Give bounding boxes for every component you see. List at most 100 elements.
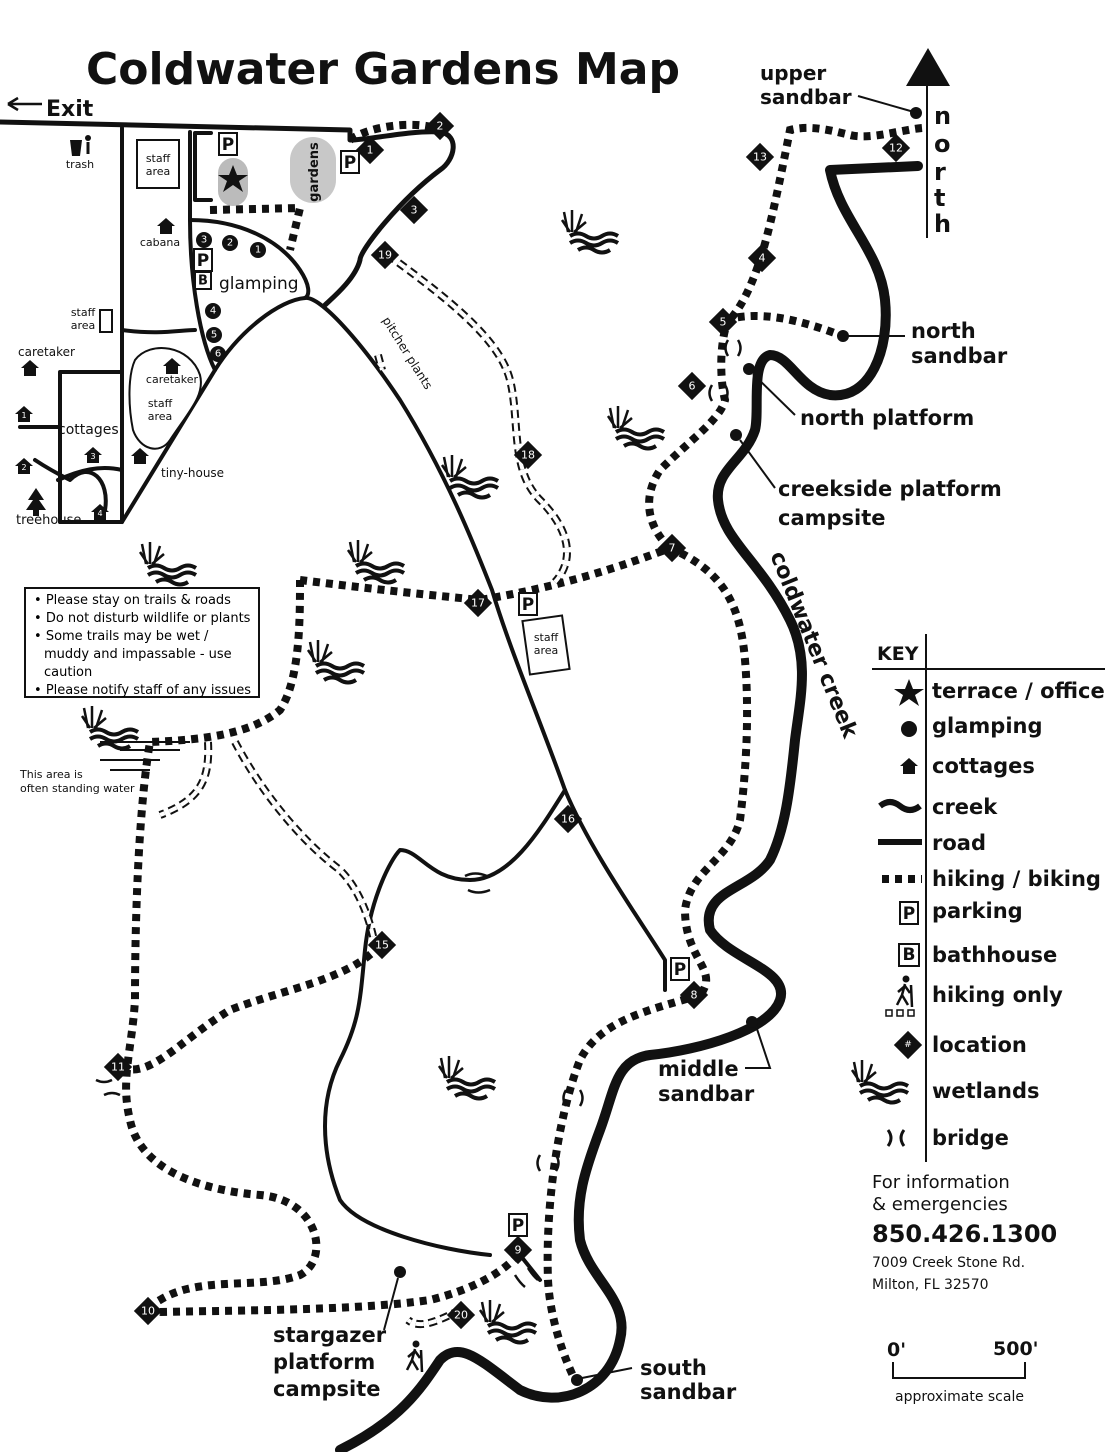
gardens-label: gardens [307,142,322,202]
key-location: location [932,1033,1027,1057]
phone-number[interactable]: 850.426.1300 [872,1220,1058,1248]
north-platform-label: north platform [800,406,974,430]
svg-text:4: 4 [759,252,766,265]
north-letter-t: t [934,184,945,212]
glamping-site-1: 1 [255,245,261,256]
parking-icon [193,248,213,272]
key-parking-icon [899,901,919,925]
terrace-office-star-icon [218,165,248,192]
key-cottage-icon [900,758,918,774]
hiking-only-trails [158,251,571,1329]
cabana-house-icon [157,218,175,234]
key-terrace-office: terrace / office [932,679,1105,703]
contact-line-1: For information [872,1172,1010,1193]
location-17: 17 [463,588,493,618]
staff-area-box-4 [521,614,571,676]
rule-item: • Please notify staff of any issues [34,683,251,698]
svg-text:11: 11 [111,1061,125,1074]
location-6: 6 [677,371,707,401]
map-title: Coldwater Gardens Map [86,44,680,95]
key-creek: creek [932,795,998,819]
park-rules-box: • Please stay on trails & roads • Do not… [24,587,260,698]
svg-text:12: 12 [889,142,903,155]
location-8: 8 [679,980,709,1010]
location-7: 7 [657,533,687,563]
location-markers: 1 2 3 4 5 6 7 8 9 10 11 12 13 15 16 17 1… [103,111,911,1330]
location-13: 13 [745,142,775,172]
svg-text:#: # [904,1040,912,1050]
parking-icon [340,150,360,174]
location-20: 20 [446,1300,476,1330]
key-creek-icon [878,799,922,813]
key-parking: parking [932,899,1023,923]
key-glamping-icon [901,721,917,737]
svg-text:13: 13 [753,151,767,164]
svg-text:17: 17 [471,597,485,610]
bridges [95,339,742,1288]
hiking-biking-trails [118,120,923,1382]
svg-text:19: 19 [378,249,392,262]
caretaker-house-icon [21,360,39,376]
svg-text:B: B [903,945,916,965]
location-5: 5 [708,307,738,337]
key-location-icon: # [893,1030,923,1060]
key-bathhouse: bathhouse [932,943,1057,967]
key-wetlands-icon [850,1058,910,1105]
scale-caption: approximate scale [895,1389,1024,1405]
parking-icon [218,132,238,156]
key-hiking-biking: hiking / biking [932,867,1101,891]
svg-text:B: B [198,274,208,289]
caretaker-staff-area-outline [128,347,202,450]
key-hiker-icon [895,974,914,1009]
glamping-site-4: 4 [210,306,216,317]
hiker-icon [405,1339,424,1374]
key-wetlands: wetlands [932,1079,1040,1103]
rule-item: • Do not disturb wildlife or plants [34,611,251,626]
location-19: 19 [370,240,400,270]
svg-text:10: 10 [141,1305,155,1318]
north-letter-n: n [934,102,951,130]
cottage-number-3: 3 [90,452,95,461]
scale-end: 500' [993,1338,1038,1360]
location-9: 9 [503,1235,533,1265]
address-line-1: 7009 Creek Stone Rd. [872,1255,1026,1271]
svg-text:9: 9 [515,1244,522,1257]
treehouse-label: treehouse [16,513,81,528]
cottage-number-2: 2 [21,463,26,472]
key-hiking-only: hiking only [932,983,1063,1007]
glamping-site-5: 5 [211,330,217,341]
parking-icon [518,592,538,616]
glamping-site-6: 6 [215,349,221,360]
caretaker-label-2: caretaker [146,373,199,386]
cabana-label: cabana [140,236,180,249]
svg-text:16: 16 [561,813,575,826]
glamping-site-2: 2 [227,238,233,249]
svg-text:8: 8 [691,989,698,1002]
key-bridge: bridge [932,1126,1009,1150]
key-bridge-icon [886,1129,906,1147]
map-key: KEY terrace / office glamping cottages c… [850,634,1105,1162]
contact-info: For information & emergencies 850.426.13… [872,1172,1092,1296]
gardens-area [290,137,336,203]
svg-text:15: 15 [375,939,389,952]
location-4: 4 [747,243,777,273]
svg-text:6: 6 [689,380,696,393]
key-road: road [932,831,986,855]
rule-item: • Please stay on trails & roads [34,593,231,608]
svg-text:20: 20 [454,1309,468,1322]
glamping-label: glamping [219,274,299,294]
scale-start: 0' [887,1339,906,1361]
location-12: 12 [881,133,911,163]
parking-icon [508,1213,528,1237]
trash-icon [70,135,91,156]
location-11: 11 [103,1052,133,1082]
cottages-label: cottages [58,422,119,438]
cottage-number-1: 1 [21,411,26,420]
scale-bar: 0' 500' approximate scale [887,1338,1038,1405]
